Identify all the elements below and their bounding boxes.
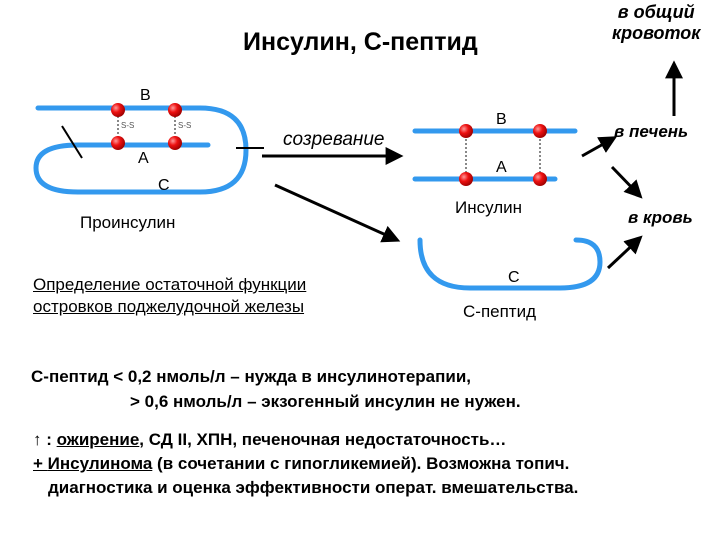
c-peptide-molecule: C [417,237,603,291]
insulin-chain-a-label: A [496,159,507,176]
arrow-up-icon: ↑ [33,430,42,449]
destination-line: кровоток [612,23,701,43]
c-peptide-label: С-пептид [463,302,537,321]
islet-function-note: Определение остаточной функции островков… [33,274,306,318]
proinsulin-molecule: S-S S-S B A C [33,87,264,195]
destination-liver: в печень [614,122,689,141]
insulin-chain-b-label: B [496,111,507,128]
to-blood-cpeptide-arrow [606,235,643,270]
conditions-prefix: : [41,430,57,449]
conditions-rest: , СД II, ХПН, печеночная недостаточность… [139,430,507,449]
proinsulin-chain-b-label: B [140,87,151,104]
insulinoma-prefix: + [33,454,48,473]
disulfide-bridge: S-S [111,103,134,150]
threshold-line-2: > 0,6 нмоль/л – экзогенный инсулин не ну… [130,392,521,411]
bridge-label: S-S [121,121,134,130]
proinsulin-chain-a-label: A [138,150,149,167]
insulin-label: Инсулин [455,198,523,217]
destination-blood: в кровь [628,208,693,227]
conditions-line-3: диагностика и оценка эффективности опера… [48,478,579,497]
islet-note-line: Определение остаточной функции [33,275,307,294]
proinsulin-label: Проинсулин [80,213,176,232]
to-blood-liver-arrow [610,165,643,199]
proinsulin-chain-c-label: C [158,177,170,194]
destination-line: в общий [617,2,695,22]
condition-obesity: ожирение [56,430,140,449]
disulfide-bridge: S-S [168,103,191,150]
to-liver-arrow [581,136,618,158]
disulfide-bridge [459,124,473,186]
conditions-line-1: ↑ : ожирение, СД II, ХПН, печеночная нед… [33,428,506,451]
maturation-label: созревание [283,129,385,150]
cleavage-mark-left [61,125,83,159]
islet-note-line: островков поджелудочной железы [33,297,305,316]
insulin-molecule: B A [412,111,578,186]
insulinoma-rest: (в сочетании с гипогликемией). Возможна … [152,454,570,473]
threshold-line-1: С-пептид < 0,2 нмоль/л – нужда в инсулин… [31,367,471,386]
c-peptide-chain [417,237,603,291]
page-title: Инсулин, С-пептид [243,28,478,56]
destination-general-circulation: в общий кровоток [612,2,700,44]
proinsulin-chain-b [33,105,249,195]
disulfide-bridge [533,124,547,186]
conditions-line-2: + Инсулинома (в сочетании с гипогликемие… [33,452,569,475]
c-peptide-chain-label: C [508,269,520,286]
bridge-label: S-S [178,121,191,130]
condition-insulinoma: Инсулинома [47,454,153,473]
cleavage-arrow [274,183,401,243]
